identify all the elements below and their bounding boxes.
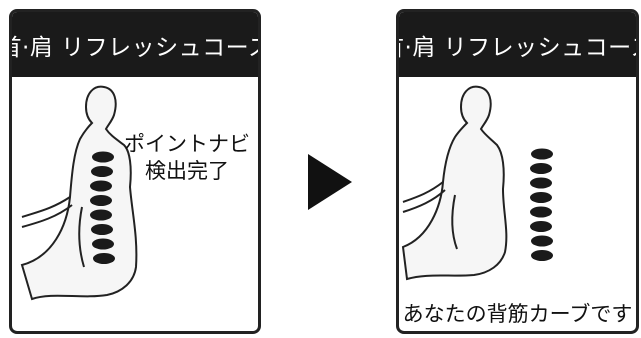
status-line-1: ポイントナビ <box>124 132 250 156</box>
screen-body: あなたの背筋カーブです <box>399 77 636 331</box>
course-title: 首·肩 リフレッシュコース <box>399 34 639 61</box>
course-title: 首·肩 リフレッシュコース <box>9 34 261 61</box>
spine-marker <box>531 148 553 160</box>
spine-marker <box>91 224 113 235</box>
status-message: ポイントナビ 検出完了 <box>124 131 250 185</box>
seated-person-back-icon <box>401 85 553 281</box>
spine-markers <box>90 151 115 264</box>
spine-marker <box>531 250 553 261</box>
spine-marker <box>531 235 553 247</box>
course-title-header: 首·肩 リフレッシュコース <box>399 12 636 77</box>
spine-marker <box>93 253 115 264</box>
spine-curve-caption: あなたの背筋カーブです <box>399 301 636 328</box>
spine-marker <box>530 177 552 189</box>
spine-marker <box>530 221 552 232</box>
status-line-2: 検出完了 <box>145 159 229 183</box>
spine-marker <box>530 192 552 203</box>
spine-marker <box>92 151 114 163</box>
screen-panel-left: 首·肩 リフレッシュコース ポイントナビ 検出完了 <box>9 9 261 334</box>
caption-text: あなたの背筋カーブです <box>402 302 633 326</box>
play-arrow-icon <box>308 154 352 210</box>
spine-marker <box>91 166 113 177</box>
screen-panel-right: 首·肩 リフレッシュコース あなたの背筋カーブです <box>396 9 639 334</box>
spine-marker <box>92 238 114 250</box>
spine-markers <box>530 148 553 261</box>
spine-marker <box>90 180 112 192</box>
spine-marker <box>530 163 552 174</box>
spine-marker <box>90 209 112 221</box>
spine-marker <box>530 206 552 218</box>
seated-person-back-icon <box>20 85 138 301</box>
screen-body: ポイントナビ 検出完了 <box>12 77 258 331</box>
spine-marker <box>90 195 112 206</box>
course-title-header: 首·肩 リフレッシュコース <box>12 12 258 77</box>
